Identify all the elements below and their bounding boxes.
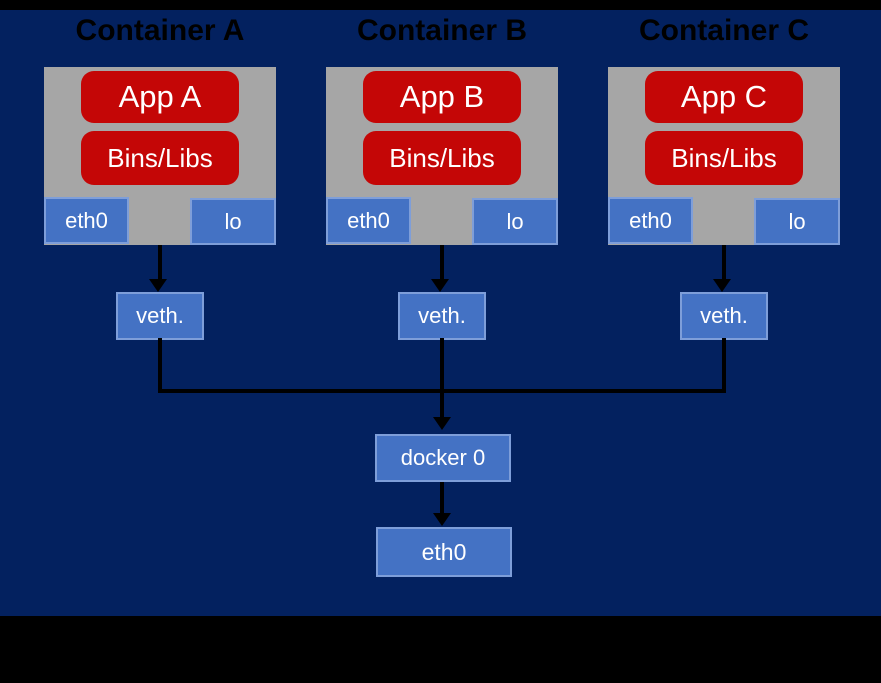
container-b-lo-node: lo [472,198,558,245]
app-c-box: App C [645,71,803,123]
container-b-veth-node: veth. [398,292,486,340]
container-b-group: Container B App B Bins/Libs eth0 lo veth… [326,0,558,400]
veth-b-to-docker-line [440,338,444,418]
container-a-arrow-stem [158,245,162,279]
bins-libs-a-box: Bins/Libs [81,131,239,185]
host-eth0-node: eth0 [376,527,512,577]
container-b-eth0-node: eth0 [326,197,411,244]
container-a-veth-node: veth. [116,292,204,340]
container-c-arrowhead [713,279,731,292]
container-b-title: Container B [356,14,527,47]
container-c-lo-node: lo [754,198,840,245]
container-c-eth0-node: eth0 [608,197,693,244]
docker-to-eth0-stem [440,482,444,514]
container-c-title: Container C [638,14,809,47]
top-letterbox-band [0,0,881,10]
container-a-arrowhead [149,279,167,292]
container-a-group: Container A App A Bins/Libs eth0 lo veth… [44,0,276,400]
container-c-group: Container C App C Bins/Libs eth0 lo veth… [608,0,840,400]
bins-libs-b-box: Bins/Libs [363,131,521,185]
container-c-arrow-stem [722,245,726,279]
bus-to-docker-arrowhead [433,417,451,430]
bottom-letterbox-band [0,616,881,683]
container-b-arrow-stem [440,245,444,279]
docker-to-eth0-arrowhead [433,513,451,526]
veth-c-to-bus-line [722,338,726,392]
container-a-lo-node: lo [190,198,276,245]
container-b-arrowhead [431,279,449,292]
bins-libs-c-box: Bins/Libs [645,131,803,185]
app-a-box: App A [81,71,239,123]
veth-a-to-bus-line [158,338,162,392]
app-b-box: App B [363,71,521,123]
container-a-eth0-node: eth0 [44,197,129,244]
docker0-bridge-node: docker 0 [375,434,511,482]
container-a-title: Container A [75,14,245,47]
container-c-veth-node: veth. [680,292,768,340]
